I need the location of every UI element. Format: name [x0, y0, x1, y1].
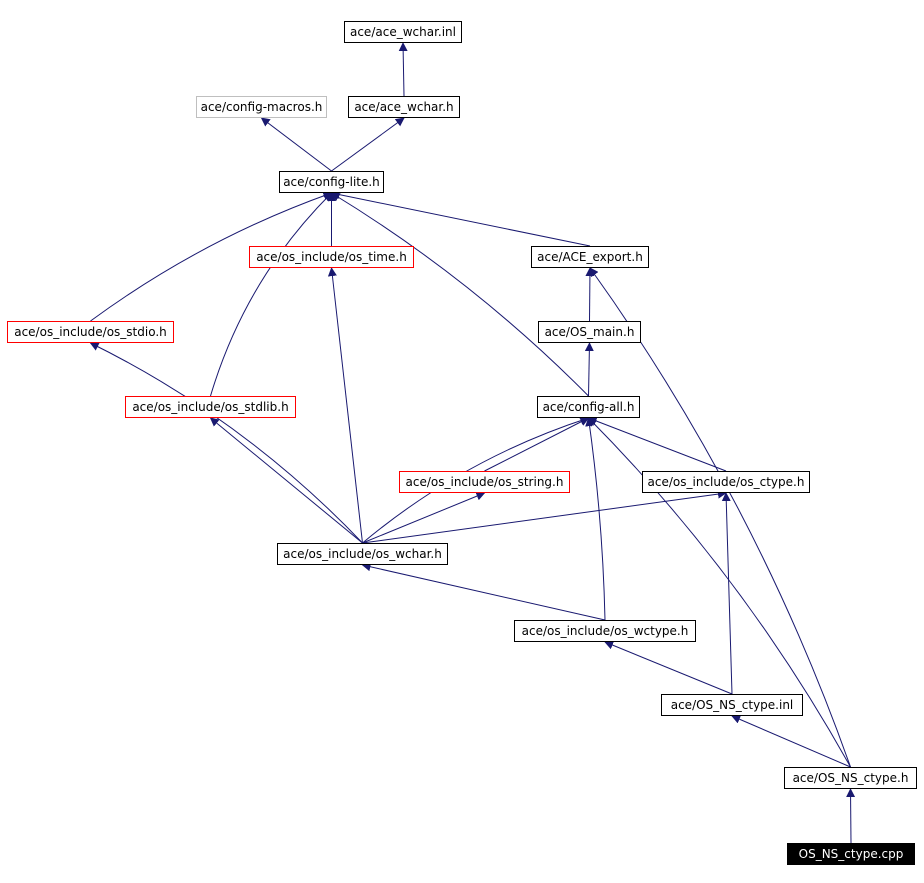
edge-os-main-to-ace-export: [585, 267, 595, 322]
edge-config-lite-to-ace-wchar-h: [331, 117, 405, 172]
edge-os-wchar-to-os-string: [362, 491, 486, 544]
edge-config-lite-to-config-macros: [260, 117, 332, 172]
node-config-macros[interactable]: ace/config-macros.h: [196, 96, 327, 118]
edge-os-wctype-to-config-all: [585, 417, 606, 621]
edge-os-ns-ctype-inl-to-os-wctype: [604, 640, 733, 695]
node-config-lite[interactable]: ace/config-lite.h: [279, 171, 384, 193]
node-os-stdio[interactable]: ace/os_include/os_stdio.h: [7, 321, 174, 343]
edge-os-stdlib-to-config-lite: [210, 192, 333, 397]
node-ace-wchar-inl[interactable]: ace/ace_wchar.inl: [344, 21, 462, 43]
edge-ace-export-to-config-lite: [330, 190, 591, 247]
edge-os-wchar-to-os-ctype: [362, 489, 727, 544]
node-ace-export[interactable]: ace/ACE_export.h: [531, 246, 649, 268]
node-os-ns-ctype-h[interactable]: ace/OS_NS_ctype.h: [784, 767, 917, 789]
node-os-main[interactable]: ace/OS_main.h: [538, 321, 641, 343]
edge-ace-wchar-h-to-ace-wchar-inl: [398, 42, 408, 97]
edge-os-ns-ctype-inl-to-os-ctype: [721, 492, 733, 695]
node-os-time[interactable]: ace/os_include/os_time.h: [249, 246, 414, 268]
edge-os-ctype-to-config-all: [587, 416, 727, 472]
edge-os-wctype-to-os-wchar: [361, 562, 606, 621]
edge-os-ns-ctype-cpp-to-os-ns-ctype-h: [846, 788, 856, 844]
edge-config-all-to-config-lite: [330, 192, 589, 397]
edge-os-wchar-to-config-all: [362, 416, 590, 544]
edge-os-string-to-config-all: [484, 417, 590, 472]
edge-os-wchar-to-os-stdlib: [209, 417, 363, 544]
edge-os-wchar-to-os-time: [327, 267, 363, 544]
node-os-wchar[interactable]: ace/os_include/os_wchar.h: [277, 543, 448, 565]
edge-os-ns-ctype-h-to-os-ns-ctype-inl: [731, 715, 851, 768]
node-os-ns-ctype-inl[interactable]: ace/OS_NS_ctype.inl: [661, 694, 803, 716]
node-os-stdlib[interactable]: ace/os_include/os_stdlib.h: [125, 396, 296, 418]
node-os-ctype[interactable]: ace/os_include/os_ctype.h: [642, 471, 810, 493]
edge-os-stdio-to-config-lite: [90, 191, 333, 322]
edge-os-wchar-to-os-stdio: [89, 342, 363, 544]
node-os-ns-ctype-cpp[interactable]: OS_NS_ctype.cpp: [787, 843, 915, 865]
node-config-all[interactable]: ace/config-all.h: [537, 396, 640, 418]
node-ace-wchar-h[interactable]: ace/ace_wchar.h: [348, 96, 460, 118]
edge-os-ns-ctype-h-to-config-all: [587, 417, 851, 768]
node-os-string[interactable]: ace/os_include/os_string.h: [399, 471, 570, 493]
node-os-wctype[interactable]: ace/os_include/os_wctype.h: [514, 620, 696, 642]
edge-config-all-to-os-main: [584, 342, 594, 397]
